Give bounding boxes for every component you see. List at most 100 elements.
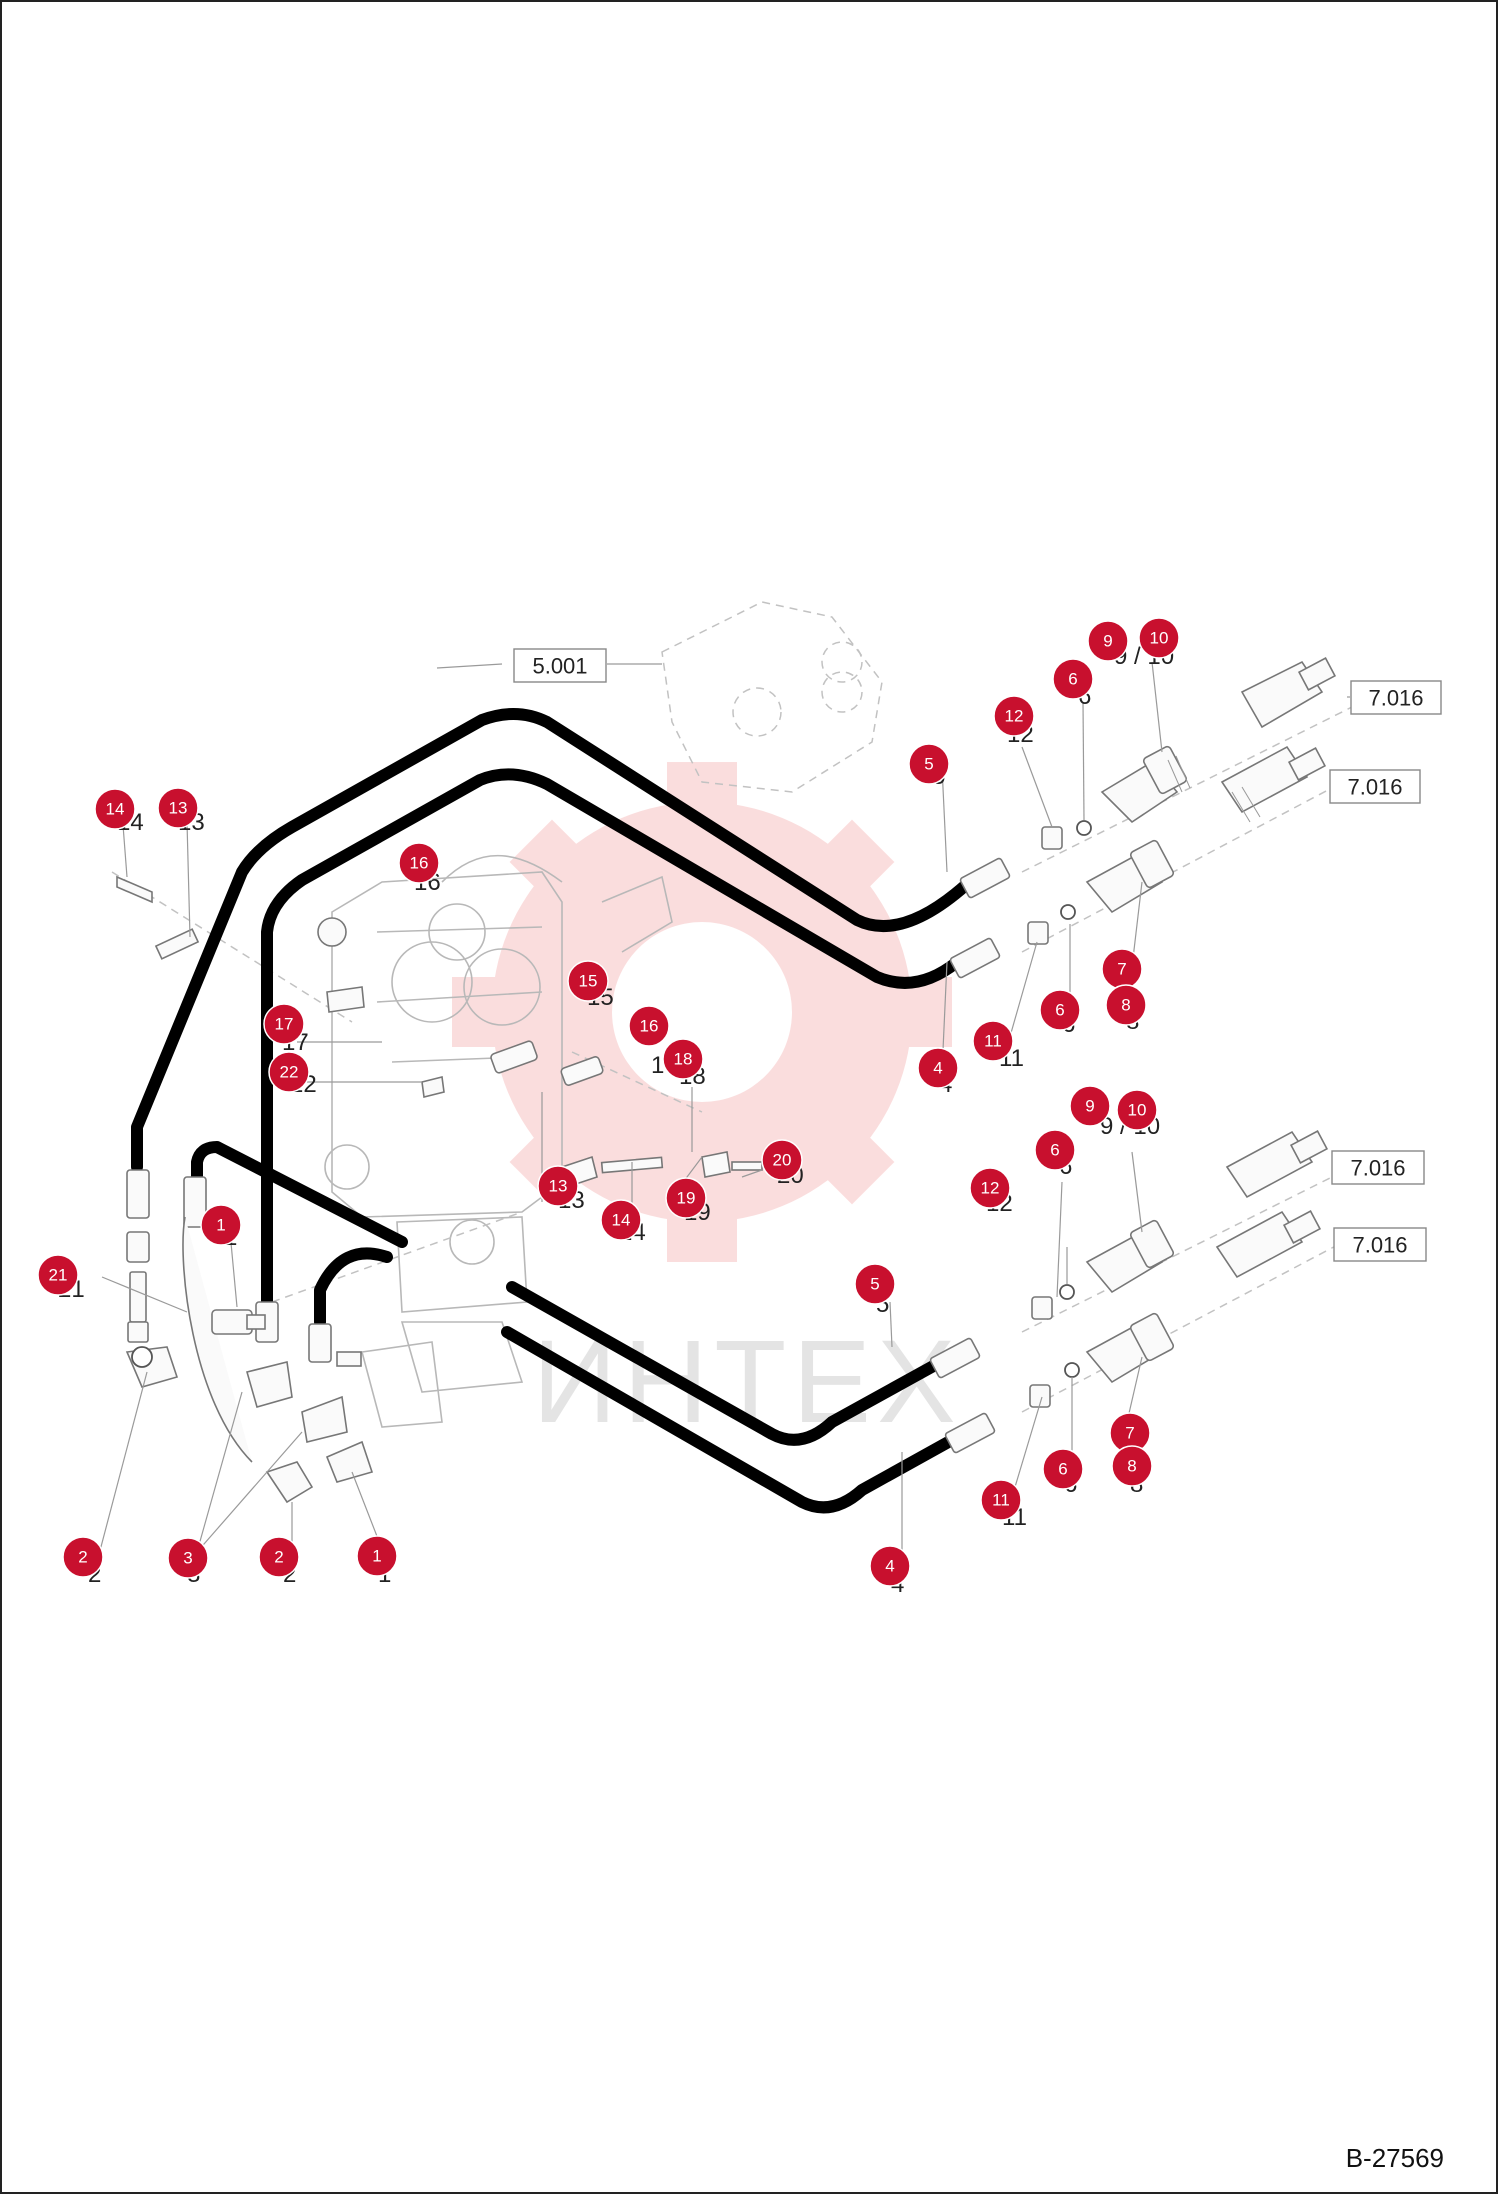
callout-7[interactable]: 7: [1109, 1412, 1151, 1454]
svg-text:11: 11: [992, 1491, 1010, 1510]
callout-7[interactable]: 7: [1101, 948, 1143, 990]
svg-text:6: 6: [1058, 1460, 1067, 1479]
callout-4[interactable]: 4: [869, 1545, 911, 1587]
svg-text:12: 12: [1005, 707, 1024, 726]
svg-text:8: 8: [1121, 996, 1130, 1015]
quick-coupler-outline: [661, 601, 883, 793]
ref-box-7016-1[interactable]: 7.016: [1350, 680, 1442, 715]
svg-text:6: 6: [1055, 1001, 1064, 1020]
callout-12[interactable]: 12: [969, 1167, 1011, 1209]
callout-15[interactable]: 15: [567, 960, 609, 1002]
callout-14[interactable]: 14: [94, 788, 136, 830]
svg-text:13: 13: [549, 1177, 568, 1196]
callout-14[interactable]: 14: [600, 1199, 642, 1241]
svg-text:19: 19: [677, 1189, 696, 1208]
svg-text:6: 6: [1050, 1141, 1059, 1160]
couplers-bottom: [1029, 1130, 1329, 1408]
svg-text:7.016: 7.016: [1347, 775, 1402, 800]
callout-17[interactable]: 17: [263, 1003, 305, 1045]
svg-text:18: 18: [674, 1050, 693, 1069]
left-fittings: [125, 1216, 374, 1504]
svg-text:9: 9: [1103, 632, 1112, 651]
callout-10[interactable]: 10: [1138, 617, 1180, 659]
svg-text:7.016: 7.016: [1352, 1233, 1407, 1258]
svg-text:14: 14: [612, 1211, 631, 1230]
svg-text:7.016: 7.016: [1350, 1156, 1405, 1181]
svg-text:13: 13: [169, 799, 188, 818]
callout-13[interactable]: 13: [157, 787, 199, 829]
callout-16[interactable]: 16: [398, 842, 440, 884]
callout-1[interactable]: 1: [200, 1204, 242, 1246]
svg-text:7: 7: [1125, 1424, 1134, 1443]
svg-text:2: 2: [274, 1548, 283, 1567]
callout-4[interactable]: 4: [917, 1047, 959, 1089]
callout-5[interactable]: 5: [908, 743, 950, 785]
svg-text:22: 22: [280, 1063, 299, 1082]
drawing-number: B-27569: [1345, 2143, 1444, 2173]
couplers-top: [1027, 657, 1337, 945]
svg-text:7: 7: [1117, 960, 1126, 979]
callout-3[interactable]: 3: [167, 1537, 209, 1579]
svg-text:14: 14: [106, 800, 125, 819]
svg-text:12: 12: [981, 1179, 1000, 1198]
hose-lower-right-2: [501, 1326, 958, 1514]
ref-box-5001[interactable]: 5.001: [513, 648, 607, 683]
callout-20[interactable]: 20: [761, 1139, 803, 1181]
callout-12[interactable]: 12: [993, 695, 1035, 737]
hose-lower-outer: [191, 1141, 408, 1248]
callout-10[interactable]: 10: [1116, 1089, 1158, 1131]
svg-text:7.016: 7.016: [1368, 686, 1423, 711]
svg-text:10: 10: [1150, 629, 1169, 648]
callout-6[interactable]: 6: [1039, 989, 1081, 1031]
hose-fittings: [126, 857, 1011, 1454]
callout-8[interactable]: 8: [1111, 1445, 1153, 1487]
svg-text:5: 5: [870, 1275, 879, 1294]
callout-6[interactable]: 6: [1042, 1448, 1084, 1490]
svg-text:1: 1: [216, 1216, 225, 1235]
ref-box-7016-2[interactable]: 7.016: [1329, 769, 1421, 804]
callout-11[interactable]: 11: [980, 1479, 1022, 1521]
callouts: 9 10 6 12 5 14 13 16 7 8 6 15 11 4 17 16…: [37, 617, 1180, 1587]
svg-text:20: 20: [773, 1151, 792, 1170]
svg-text:16: 16: [410, 854, 429, 873]
ref-box-7016-3[interactable]: 7.016: [1331, 1150, 1425, 1185]
callout-13[interactable]: 13: [537, 1165, 579, 1207]
callout-1[interactable]: 1: [356, 1535, 398, 1577]
callout-21[interactable]: 21: [37, 1254, 79, 1296]
callout-2[interactable]: 2: [62, 1536, 104, 1578]
hose-upper-outer: [131, 707, 973, 1173]
svg-text:21: 21: [49, 1266, 68, 1285]
svg-text:17: 17: [275, 1015, 294, 1034]
callout-6[interactable]: 6: [1052, 658, 1094, 700]
callout-2[interactable]: 2: [258, 1536, 300, 1578]
svg-text:4: 4: [933, 1059, 942, 1078]
callout-8[interactable]: 8: [1105, 984, 1147, 1026]
svg-text:5: 5: [924, 755, 933, 774]
svg-text:9: 9: [1085, 1097, 1094, 1116]
svg-text:1: 1: [372, 1547, 381, 1566]
callout-22[interactable]: 22: [268, 1051, 310, 1093]
callout-19[interactable]: 19: [665, 1177, 707, 1219]
svg-text:15: 15: [579, 972, 598, 991]
ref-box-7016-4[interactable]: 7.016: [1333, 1227, 1427, 1262]
svg-text:4: 4: [885, 1557, 894, 1576]
watermark-gear-icon: [492, 802, 912, 1222]
callout-18[interactable]: 18: [662, 1038, 704, 1080]
hose-lower-mid: [314, 1247, 393, 1328]
callout-11[interactable]: 11: [972, 1020, 1014, 1062]
hydraulic-hoses: [131, 707, 973, 1514]
callout-16[interactable]: 16: [628, 1005, 670, 1047]
svg-text:10: 10: [1128, 1101, 1147, 1120]
callout-6[interactable]: 6: [1034, 1129, 1076, 1171]
callout-5[interactable]: 5: [854, 1263, 896, 1305]
callout-9[interactable]: 9: [1087, 620, 1129, 662]
hose-lower-right-1: [506, 1281, 943, 1446]
svg-text:8: 8: [1127, 1457, 1136, 1476]
svg-text:5.001: 5.001: [532, 654, 587, 679]
svg-text:3: 3: [183, 1549, 192, 1568]
svg-text:2: 2: [78, 1548, 87, 1567]
callout-9[interactable]: 9: [1069, 1085, 1111, 1127]
svg-text:16: 16: [640, 1017, 659, 1036]
